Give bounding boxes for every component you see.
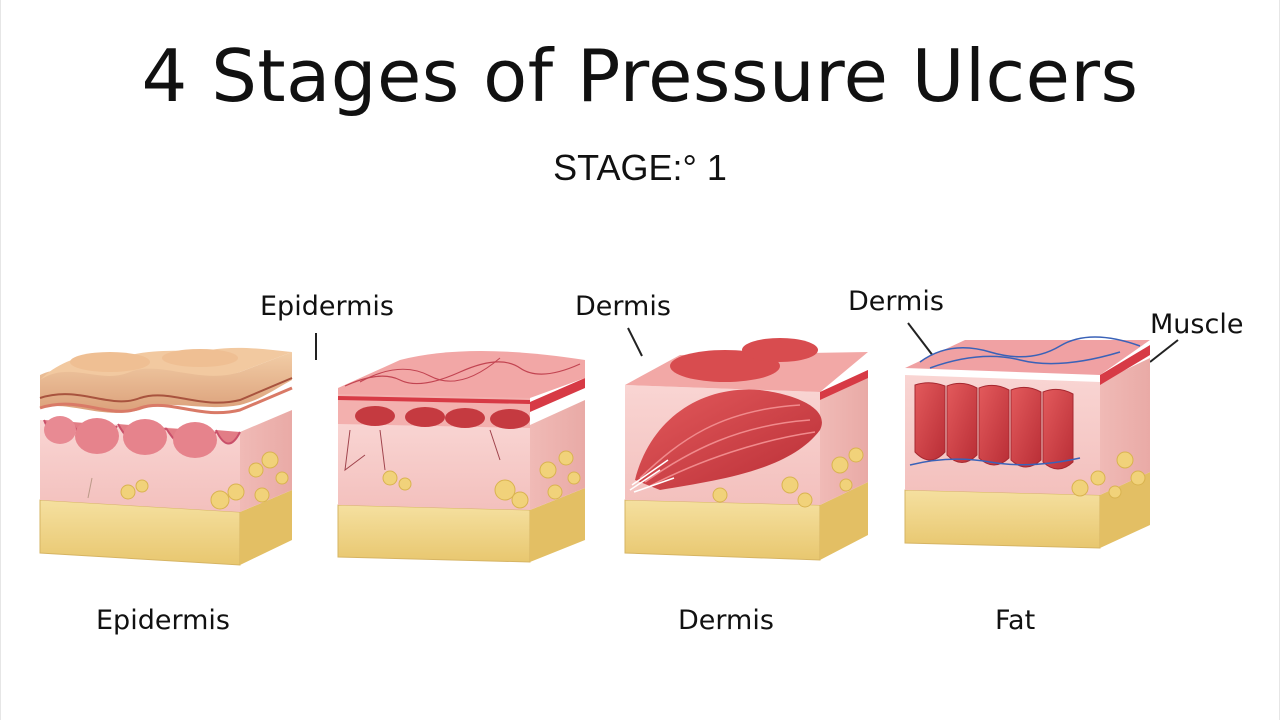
label-dermis-stage2: Dermis bbox=[575, 291, 671, 322]
leader-muscle bbox=[1149, 339, 1179, 363]
leader-dermis-stage2 bbox=[627, 327, 643, 357]
stage1-block bbox=[39, 347, 293, 566]
label-dermis-stage3: Dermis bbox=[848, 286, 944, 317]
bottom-label-epidermis: Epidermis bbox=[96, 605, 230, 636]
stage-subtitle: STAGE:° 1 bbox=[553, 147, 727, 188]
bottom-label-fat: Fat bbox=[995, 605, 1036, 636]
label-epidermis-top: Epidermis bbox=[260, 291, 394, 322]
diagram-title: 4 Stages of Pressure Ulcers bbox=[141, 34, 1139, 118]
stage3-block bbox=[624, 338, 868, 561]
label-muscle: Muscle bbox=[1150, 309, 1244, 340]
stage2-block bbox=[337, 351, 585, 563]
stage4-block bbox=[904, 336, 1150, 549]
bottom-label-dermis: Dermis bbox=[678, 605, 774, 636]
